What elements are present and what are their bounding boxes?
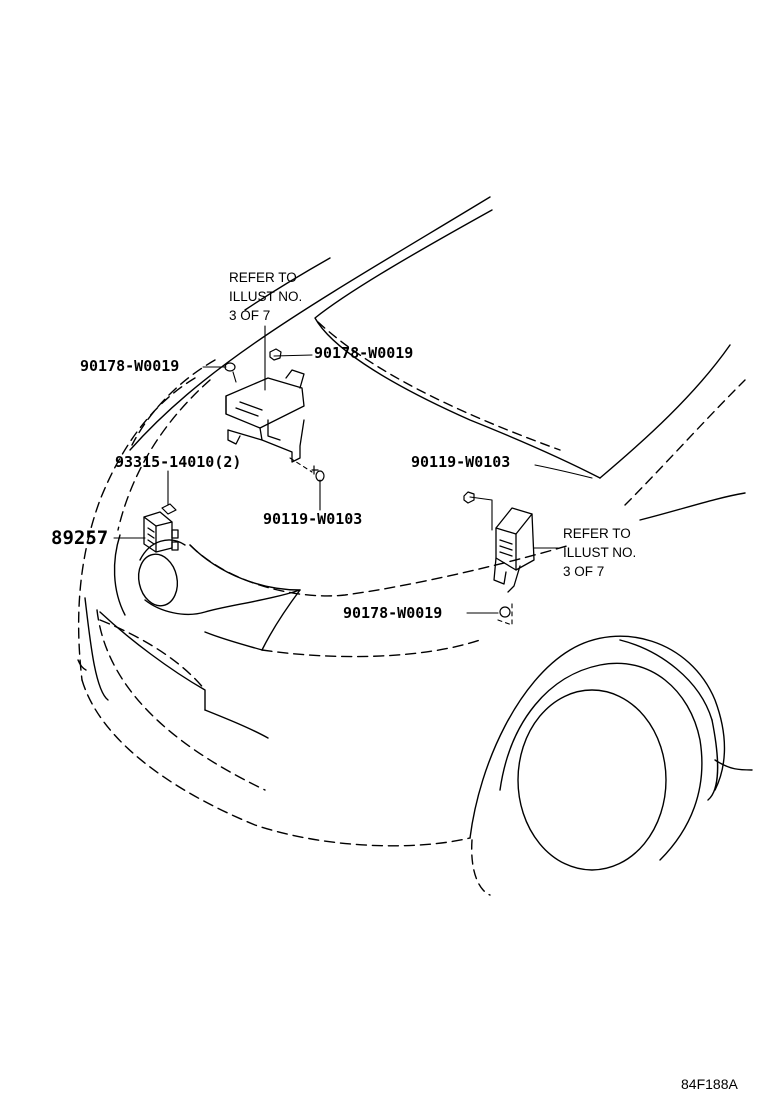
part-number-bolt-right[interactable]: 90119-W0103 <box>411 453 511 471</box>
refer-note-right: REFER TO ILLUST NO. 3 OF 7 <box>563 524 636 581</box>
grille-outline <box>77 534 301 739</box>
fasteners <box>161 348 511 618</box>
refer-note-upper-line2: ILLUST NO. <box>229 289 303 304</box>
hood-outline <box>129 196 746 521</box>
part-number-bulb-clip[interactable]: 93315-14010(2) <box>115 453 242 471</box>
front-wheel <box>469 635 753 896</box>
sensor-component <box>143 511 179 553</box>
ecu-bracket-right <box>493 507 535 593</box>
fog-lamp <box>137 539 186 607</box>
part-number-nut-upper-left[interactable]: 90178-W0019 <box>80 357 180 375</box>
refer-note-upper-line1: REFER TO <box>229 270 297 285</box>
refer-note-upper: REFER TO ILLUST NO. 3 OF 7 <box>229 268 302 325</box>
refer-note-right-line1: REFER TO <box>563 526 631 541</box>
refer-note-upper-line3: 3 OF 7 <box>229 308 271 323</box>
part-number-bolt-center[interactable]: 90119-W0103 <box>263 510 363 528</box>
refer-note-right-line2: ILLUST NO. <box>563 545 637 560</box>
part-number-nut-lower-right[interactable]: 90178-W0019 <box>343 604 443 622</box>
ecu-bracket-upper <box>225 369 305 463</box>
refer-note-right-line3: 3 OF 7 <box>563 564 605 579</box>
illustration-code: 84F188A <box>681 1076 738 1092</box>
part-number-sensor[interactable]: 89257 <box>51 527 109 549</box>
leader-lines <box>113 325 593 626</box>
part-number-nut-upper-right[interactable]: 90178-W0019 <box>314 344 414 362</box>
